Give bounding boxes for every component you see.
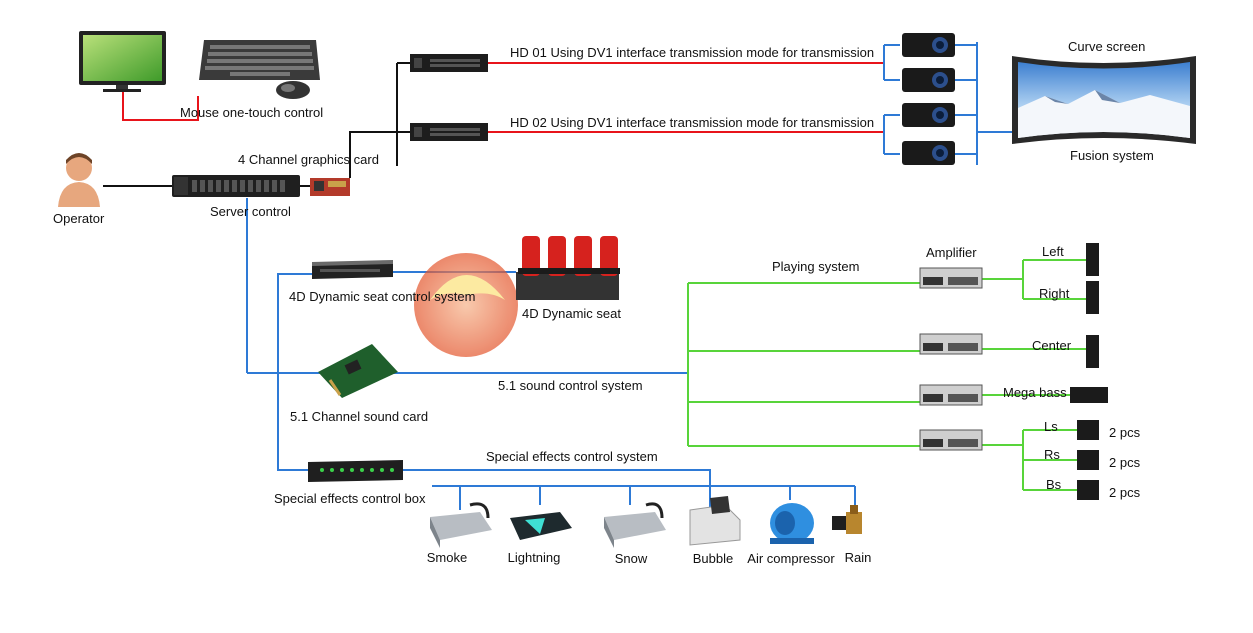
- effects-box-label: Special effects control box: [274, 491, 426, 506]
- speaker-icon: [1086, 335, 1099, 368]
- amplifier-icon: [919, 429, 983, 451]
- projector-icon: [902, 103, 955, 127]
- bubble-machine-icon: [689, 496, 741, 546]
- black-line-riser: [349, 131, 397, 178]
- snow-label: Snow: [614, 551, 648, 566]
- snow-machine-icon: [604, 502, 666, 548]
- operator-label: Operator: [53, 211, 105, 226]
- rain-valve-icon: [832, 505, 862, 534]
- curve-screen-icon: [1012, 56, 1196, 144]
- server-control-label: Server control: [210, 204, 291, 219]
- curve-screen-label: Curve screen: [1068, 39, 1146, 54]
- projector-icon: [902, 33, 955, 57]
- effects-system-label: Special effects control system: [486, 449, 658, 464]
- monitor-icon: [79, 31, 166, 92]
- fusion-system-label: Fusion system: [1070, 148, 1154, 163]
- graphics-card-icon: [310, 178, 350, 196]
- smoke-machine-icon: [430, 502, 492, 548]
- hd02-label: HD 02 Using DV1 interface transmission m…: [510, 115, 875, 130]
- red-line-monitor: [122, 88, 199, 121]
- rs-label: Rs: [1044, 447, 1060, 462]
- dynamic-seat-label: 4D Dynamic seat: [522, 306, 621, 321]
- seat-control-label: 4D Dynamic seat control system: [289, 289, 476, 304]
- amplifier-icon: [919, 267, 983, 289]
- lightning-label: Lightning: [507, 550, 561, 565]
- amplifier-icon: [919, 333, 983, 355]
- bubble-label: Bubble: [692, 551, 734, 566]
- speaker-icon: [1077, 480, 1099, 500]
- speaker-icon: [1086, 243, 1099, 276]
- bs-label: Bs: [1046, 477, 1062, 492]
- sound-card-label: 5.1 Channel sound card: [290, 409, 429, 424]
- lightning-icon: [510, 512, 572, 540]
- pcs-label: 2 pcs: [1109, 455, 1141, 470]
- center-speaker-label: Center: [1032, 338, 1072, 353]
- sound-control-label: 5.1 sound control system: [498, 378, 643, 393]
- projector-icon: [902, 141, 955, 165]
- projector-icon: [902, 68, 955, 92]
- speaker-icon: [1077, 450, 1099, 470]
- subwoofer-icon: [1070, 387, 1108, 403]
- amplifier-label: Amplifier: [926, 245, 977, 260]
- pcs-label: 2 pcs: [1109, 485, 1141, 500]
- mouse-icon: [276, 81, 310, 99]
- smoke-label: Smoke: [426, 550, 468, 565]
- right-speaker-label: Right: [1039, 286, 1070, 301]
- speaker-icon: [1077, 420, 1099, 440]
- hd01-label: HD 01 Using DV1 interface transmission m…: [510, 45, 875, 60]
- keyboard-icon: [199, 40, 320, 80]
- mouse-control-label: Mouse one-touch control: [180, 105, 324, 120]
- watermark-logo: [414, 253, 518, 357]
- mega-bass-label: Mega bass: [1003, 385, 1067, 400]
- pcs-label: 2 pcs: [1109, 425, 1141, 440]
- seat-controller-icon: [312, 260, 393, 279]
- speaker-icon: [1086, 281, 1099, 314]
- graphics-card-label: 4 Channel graphics card: [238, 152, 379, 167]
- effects-box-icon: [308, 460, 403, 482]
- sound-card-icon: [318, 344, 398, 398]
- operator-icon: [58, 153, 100, 207]
- air-compressor-label: Air compressor: [747, 551, 835, 566]
- left-speaker-label: Left: [1042, 244, 1064, 259]
- dynamic-seat-icon: [516, 236, 620, 300]
- server-icon: [172, 175, 300, 197]
- ls-label: Ls: [1044, 419, 1058, 434]
- amplifier-icon: [919, 384, 983, 406]
- video-processor-icon: [410, 123, 488, 141]
- video-processor-icon: [410, 54, 488, 72]
- playing-system-label: Playing system: [772, 259, 860, 274]
- rain-label: Rain: [844, 550, 872, 565]
- air-compressor-icon: [770, 503, 814, 544]
